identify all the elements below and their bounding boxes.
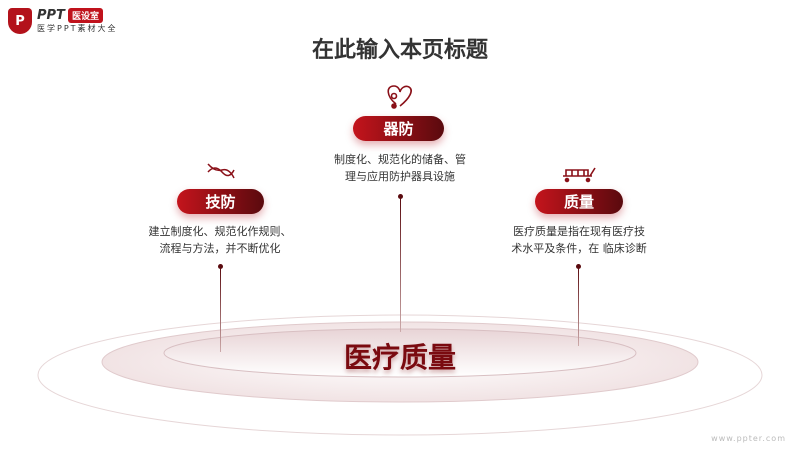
dna-icon bbox=[207, 163, 235, 179]
watermark: www.ppter.com bbox=[711, 434, 786, 443]
shield-logo-icon: P bbox=[8, 8, 32, 34]
pill-qifang: 器防 bbox=[353, 116, 444, 141]
left-connector-line bbox=[220, 266, 221, 352]
hospital-bed-icon bbox=[563, 167, 596, 183]
desc-line: 术水平及条件，在 临床诊断 bbox=[511, 242, 647, 255]
desc-line: 理与应用防护器具设施 bbox=[345, 170, 455, 183]
pill-jifang: 技防 bbox=[177, 189, 264, 214]
stethoscope-heart-icon bbox=[387, 85, 412, 109]
desc-line: 流程与方法，并不断优化 bbox=[159, 242, 281, 255]
desc-line: 建立制度化、规范化作规则、 bbox=[148, 225, 292, 238]
center-label: 医疗质量 bbox=[343, 341, 456, 374]
logo-subtitle: 医学PPT素材大全 bbox=[37, 24, 118, 33]
desc-jifang: 建立制度化、规范化作规则、流程与方法，并不断优化 bbox=[130, 223, 310, 257]
center-connector-line bbox=[400, 196, 401, 332]
desc-line: 制度化、规范化的储备、管 bbox=[334, 153, 466, 166]
logo-name: PPT bbox=[37, 8, 65, 23]
desc-qifang: 制度化、规范化的储备、管理与应用防护器具设施 bbox=[310, 151, 490, 185]
right-connector-line bbox=[578, 266, 579, 346]
page-title: 在此输入本页标题 bbox=[311, 38, 488, 63]
desc-line: 医疗质量是指在现有医疗技 bbox=[513, 225, 645, 238]
pill-zhiliang: 质量 bbox=[535, 189, 623, 214]
desc-zhiliang: 医疗质量是指在现有医疗技术水平及条件，在 临床诊断 bbox=[489, 223, 669, 257]
logo-tag: 医设室 bbox=[67, 8, 103, 23]
